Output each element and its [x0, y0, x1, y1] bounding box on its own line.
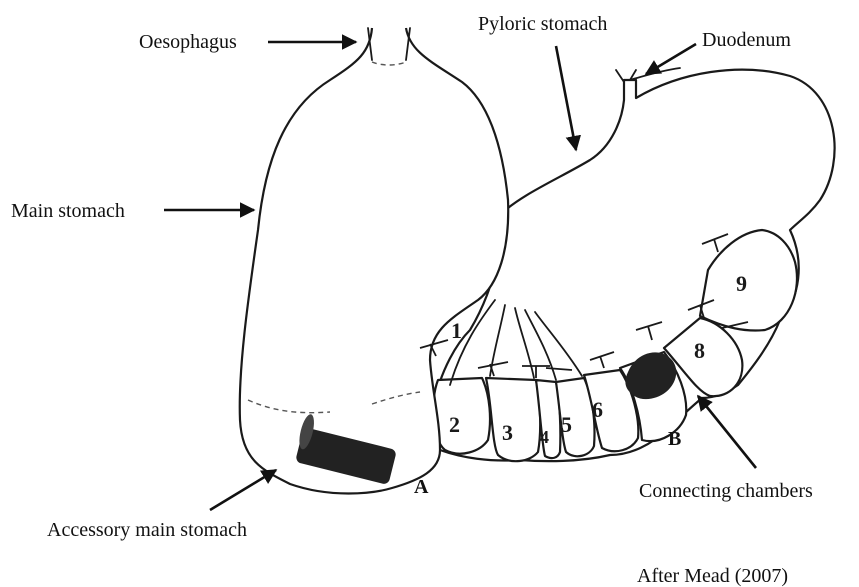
chamber-2: [433, 378, 490, 454]
chamber-number-8: 8: [694, 338, 705, 363]
chamber-number-6: 6: [592, 397, 603, 422]
chamber-number-5: 5: [561, 412, 572, 437]
marker-a: A: [414, 476, 429, 498]
chamber-number-9: 9: [736, 271, 747, 296]
label-pyloric-stomach: Pyloric stomach: [478, 13, 607, 35]
label-main-stomach: Main stomach: [11, 200, 125, 222]
chamber-number-4: 4: [540, 427, 549, 447]
label-accessory-main-stomach: Accessory main stomach: [47, 519, 247, 541]
label-duodenum: Duodenum: [702, 29, 791, 51]
chamber-number-1: 1: [451, 318, 462, 343]
marker-b: B: [668, 428, 681, 450]
chamber-number-3: 3: [502, 420, 513, 445]
label-oesophagus: Oesophagus: [139, 31, 237, 53]
label-connecting-chambers: Connecting chambers: [639, 480, 813, 502]
chamber-number-2: 2: [449, 412, 460, 437]
credit-text: After Mead (2007): [637, 565, 788, 587]
arrow-connecting-chambers: [698, 396, 756, 468]
arrow-pyloric-stomach: [556, 46, 576, 150]
arrow-accessory-main-stomach: [210, 470, 276, 510]
